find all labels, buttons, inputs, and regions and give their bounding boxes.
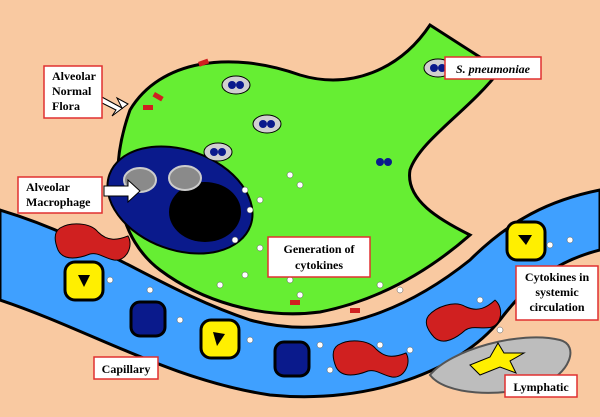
systemic-line-3: circulation [529,300,584,314]
capillary-text: Capillary [102,362,151,376]
normal-flora-line-3: Flora [52,99,80,113]
cytokines-line-2: cytokines [295,258,343,272]
cytokines-line-1: Generation of [284,242,356,256]
label-capillary: Capillary [94,357,158,379]
lymphatic-text: Lymphatic [513,380,569,394]
label-cytokines-systemic: Cytokines in systemic circulation [516,266,598,320]
label-alveolar-normal-flora: Alveolar Normal Flora [44,66,102,118]
macrophage-line-1: Alveolar [26,180,71,194]
label-s-pneumoniae: S. pneumoniae [445,57,541,79]
label-lymphatic: Lymphatic [505,375,577,397]
systemic-line-2: systemic [535,285,579,299]
label-generation-of-cytokines: Generation of cytokines [268,237,370,277]
normal-flora-line-1: Alveolar [52,69,97,83]
systemic-line-1: Cytokines in [525,270,590,284]
label-alveolar-macrophage: Alveolar Macrophage [18,177,102,213]
macrophage-line-2: Macrophage [26,195,91,209]
normal-flora-line-2: Normal [52,84,92,98]
s-pneumoniae-text: S. pneumoniae [456,62,531,76]
